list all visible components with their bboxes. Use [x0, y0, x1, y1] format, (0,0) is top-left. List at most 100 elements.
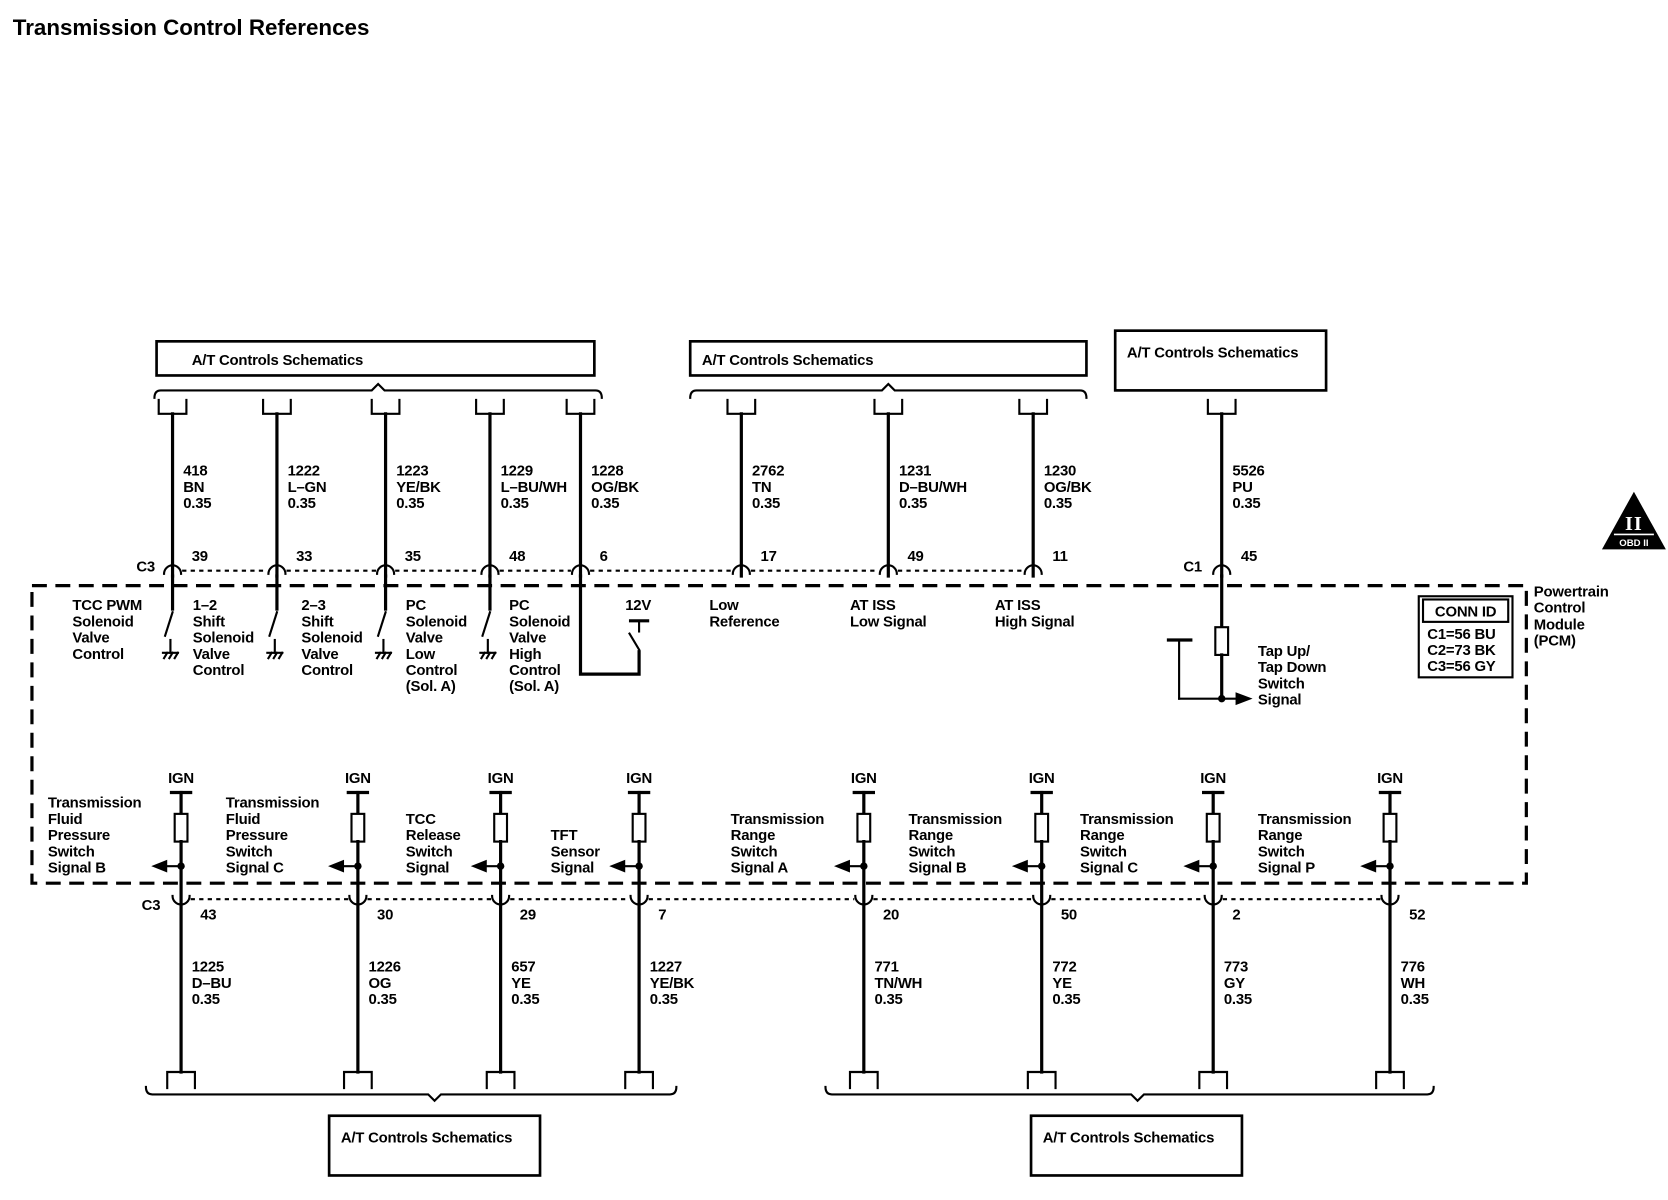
wire-color: L–GN	[288, 479, 327, 496]
wire-size: 0.35	[369, 991, 397, 1008]
wire-circuit: 776	[1401, 959, 1425, 976]
schematic-link-top-right[interactable]: A/T Controls Schematics	[1113, 329, 1328, 392]
circuit-function-label: Range	[909, 827, 953, 844]
schematic-link-bottom-left[interactable]: A/T Controls Schematics	[327, 1114, 542, 1177]
conn-id-title: CONN ID	[1435, 604, 1497, 621]
module-name-line: Powertrain	[1534, 583, 1609, 600]
circuit-function-label: Valve	[301, 646, 338, 663]
conn-id-legend: CONN ID C1=56 BU C2=73 BK C3=56 GY	[1417, 595, 1514, 679]
circuit-function-label: Valve	[406, 630, 443, 647]
ground-hatch	[266, 651, 274, 660]
wire-color: OG/BK	[591, 479, 639, 496]
schematic-link-box[interactable]	[327, 1114, 542, 1177]
schematic-link-bottom-right[interactable]: A/T Controls Schematics	[1029, 1114, 1244, 1177]
driver-switch	[628, 632, 641, 652]
wire-size: 0.35	[511, 991, 539, 1008]
circuit-1223: 1223YE/BK0.35352–3ShiftSolenoidValveCont…	[301, 398, 441, 679]
schematic-link-box[interactable]	[1029, 1114, 1244, 1177]
circuit-function-label: Fluid	[48, 811, 83, 828]
circuit-function-label: Valve	[72, 630, 109, 647]
circuit-function-label: High Signal	[995, 613, 1075, 630]
ground-hatch	[277, 651, 284, 660]
pin-number: 17	[761, 548, 777, 565]
harness-brace-top-left	[153, 382, 603, 399]
wire-circuit: 771	[874, 959, 898, 976]
schematic-link-label[interactable]: A/T Controls Schematics	[192, 352, 364, 369]
harness-terminal	[1018, 398, 1049, 415]
circuit-function-label: Solenoid	[509, 613, 570, 630]
circuit-773: IGN773GY0.352TransmissionRangeSwitchSign…	[1080, 770, 1252, 1090]
connector-label-top-c3: C3	[136, 559, 155, 576]
wire-size: 0.35	[752, 495, 780, 512]
circuit-function-label: (Sol. A)	[406, 678, 456, 695]
circuit-function-label: Control	[301, 662, 353, 679]
circuit-772: IGN772YE0.3550TransmissionRangeSwitchSig…	[909, 770, 1081, 1090]
pull-up-resistor	[631, 812, 647, 843]
ground-hatch	[386, 651, 393, 660]
conn-id-entry: C1=56 BU	[1427, 626, 1495, 643]
circuit-function-label: Solenoid	[72, 613, 133, 630]
harness-terminal	[624, 1070, 654, 1090]
connector-pin	[480, 564, 500, 575]
signal-arrow-icon	[1360, 859, 1377, 873]
schematic-link-label[interactable]: A/T Controls Schematics	[1043, 1129, 1215, 1146]
circuit-function-label: Signal P	[1258, 860, 1315, 877]
ground-hatch	[272, 651, 279, 660]
obd-ii-triangle-icon: II OBD II	[1601, 491, 1666, 550]
pin-number: 43	[200, 906, 216, 923]
circuit-function-label: Low	[406, 646, 436, 663]
schematic-link-label[interactable]: A/T Controls Schematics	[1127, 344, 1299, 361]
ignition-supply-label: IGN	[1029, 770, 1055, 787]
obd-numeral: II	[1625, 513, 1643, 535]
conn-id-entry: C2=73 BK	[1427, 642, 1496, 659]
connector-pin	[1212, 564, 1232, 575]
connector-pin	[267, 564, 287, 575]
circuit-function-label: Transmission	[731, 811, 825, 828]
pin-number: 11	[1052, 548, 1067, 565]
wire-size: 0.35	[1044, 495, 1072, 512]
wire-circuit: 1227	[650, 959, 682, 976]
harness-brace-top-middle	[689, 382, 1088, 399]
circuit-function-label: Transmission	[226, 795, 320, 812]
schematic-link-top-left[interactable]: A/T Controls Schematics	[155, 340, 596, 377]
wire-size: 0.35	[650, 991, 678, 1008]
circuit-function-label: Signal C	[1080, 860, 1138, 877]
circuit-function-label: Control	[193, 662, 245, 679]
circuit-function-label: Signal	[1258, 692, 1301, 709]
circuit-function-label: Tap Down	[1258, 659, 1326, 676]
schematic-link-label[interactable]: A/T Controls Schematics	[341, 1129, 513, 1146]
wire-size: 0.35	[501, 495, 529, 512]
circuit-function-label: Switch	[909, 843, 956, 860]
circuit-function-label: Signal B	[909, 860, 967, 877]
schematic-link-box[interactable]	[1113, 329, 1328, 392]
pin-number: 2	[1232, 906, 1240, 923]
schematic-link-label[interactable]: A/T Controls Schematics	[702, 352, 874, 369]
harness-terminal	[1026, 1070, 1057, 1090]
connector-pin	[570, 564, 591, 575]
ignition-supply-label: IGN	[626, 770, 652, 787]
ground-hatch	[380, 651, 388, 660]
schematic-link-box[interactable]	[688, 340, 1088, 377]
connector-pin	[629, 894, 649, 906]
signal-arrow-icon	[834, 859, 850, 873]
wire-color: L–BU/WH	[501, 479, 567, 496]
circuit-776: IGN776WH0.3552TransmissionRangeSwitchSig…	[1258, 770, 1429, 1090]
wire-size: 0.35	[288, 495, 316, 512]
circuit-function-label: Shift	[301, 613, 333, 630]
pin-number: 49	[907, 548, 923, 565]
circuit-function-label: PC	[406, 597, 427, 614]
wire-color: D–BU	[192, 975, 232, 992]
circuit-1229: 1229L–BU/WH0.3548PCSolenoidValveLowContr…	[406, 398, 567, 695]
ground-hatch	[485, 651, 492, 660]
wire-color: TN/WH	[874, 975, 922, 992]
wire-circuit: 1228	[591, 463, 623, 480]
pin-number: 7	[658, 906, 666, 923]
schematic-link-top-middle[interactable]: A/T Controls Schematics	[688, 340, 1088, 377]
schematic-link-box[interactable]	[155, 340, 596, 377]
harness-terminal	[873, 398, 904, 415]
ignition-supply-label: IGN	[851, 770, 877, 787]
connector-pin	[162, 564, 183, 575]
wire-size: 0.35	[591, 495, 619, 512]
